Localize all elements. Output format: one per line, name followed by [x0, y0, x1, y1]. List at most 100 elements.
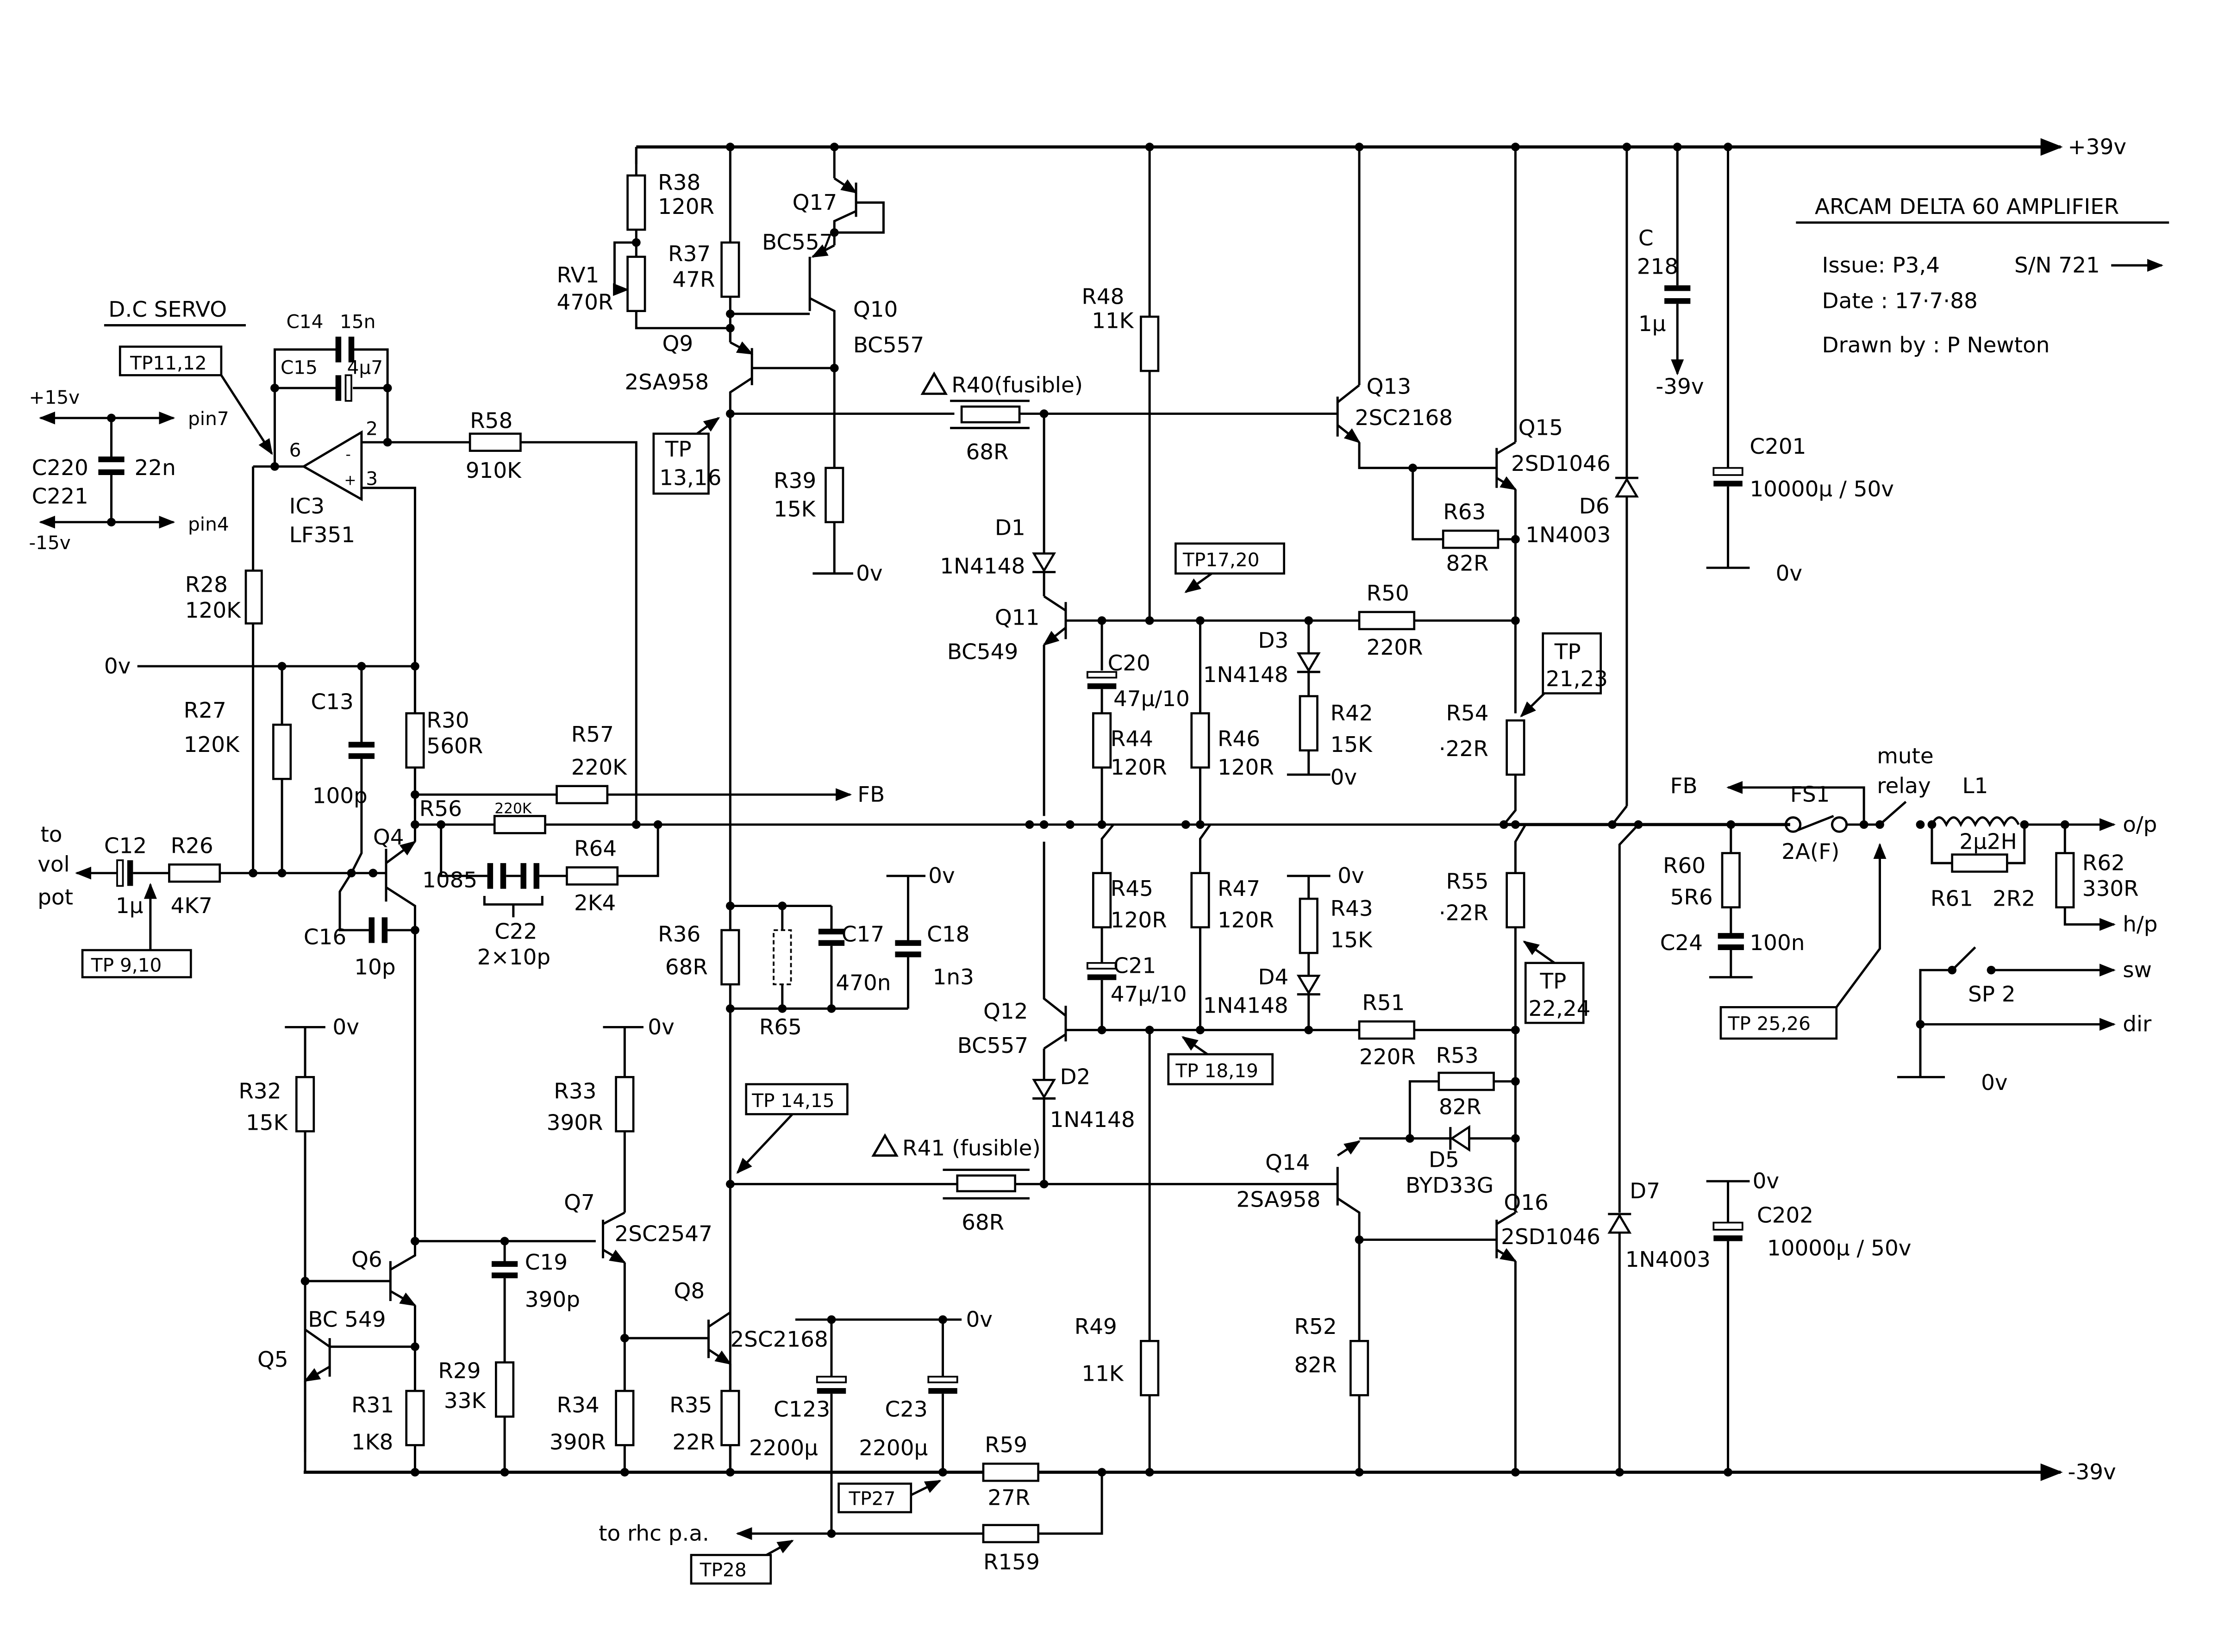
- r65-optional-resistor: [773, 929, 792, 985]
- r44-value: 120R: [1111, 755, 1167, 780]
- d6-label: D6: [1579, 494, 1610, 519]
- r47-label: R47: [1218, 876, 1260, 901]
- c14-value: 15n: [340, 311, 375, 333]
- ic3-label: IC3: [289, 494, 325, 519]
- r34-value: 390R: [550, 1430, 606, 1455]
- tp-13-16-arrow-icon: [696, 417, 720, 435]
- positive-rail: +39v: [636, 134, 2126, 159]
- r42-0v-label: 0v: [1331, 765, 1357, 790]
- tp-9-10-box: [81, 949, 192, 978]
- r52-value: 82R: [1294, 1352, 1337, 1377]
- pos-rail-label: +39v: [2068, 134, 2127, 159]
- pin7-label: pin7: [188, 408, 229, 430]
- r29-value: 33K: [444, 1388, 487, 1413]
- r50-label: R50: [1367, 581, 1409, 606]
- sp2-switch-icon[interactable]: [1951, 946, 1976, 971]
- r58-value: 910K: [466, 458, 522, 483]
- tp-21-23-arrow-icon: [1520, 692, 1545, 718]
- ic3-minus: -: [346, 446, 351, 463]
- tp-22-24-box: [1524, 962, 1585, 1024]
- l1-value: 2µ2H: [1959, 829, 2017, 854]
- r39-label: R39: [774, 468, 816, 493]
- tp-21-23-box: [1542, 632, 1602, 695]
- c218-label: C: [1638, 225, 1654, 250]
- c23-0v-label: 0v: [966, 1307, 993, 1332]
- c18-0v-label: 0v: [928, 864, 955, 889]
- r38-label: R38: [658, 170, 700, 195]
- c18-label: C18: [927, 922, 969, 947]
- r31-label: R31: [351, 1393, 394, 1418]
- c20-label: C20: [1108, 651, 1150, 676]
- r65-label: R65: [759, 1014, 802, 1039]
- r55-value: ·22R: [1439, 901, 1488, 926]
- to-rhc-pa-label: to rhc p.a.: [599, 1521, 709, 1546]
- r37-value: 47R: [672, 267, 715, 292]
- fb-label-right: FB: [1670, 773, 1698, 798]
- input-0v-label: 0v: [104, 654, 131, 679]
- tp-14-15-arrow-icon: [736, 1113, 794, 1174]
- pos-15v-label: +15v: [29, 387, 80, 408]
- d7-label: D7: [1630, 1178, 1660, 1203]
- r33-0v-label: 0v: [648, 1014, 675, 1039]
- r61-label: R61: [1931, 886, 1973, 911]
- fb-label-left: FB: [857, 782, 885, 807]
- tp-9-10-label: TP 9,10: [91, 955, 162, 976]
- r42-label: R42: [1331, 701, 1373, 726]
- r59-value: 27R: [987, 1485, 1030, 1510]
- pin4-label: pin4: [188, 513, 229, 535]
- r40-label: R40(fusible): [951, 373, 1083, 398]
- c12-value: 1µ: [116, 893, 144, 918]
- rv1-value: 470R: [557, 290, 613, 315]
- r53-value: 82R: [1439, 1095, 1481, 1120]
- sw-label: sw: [2123, 957, 2152, 982]
- ic3-pin6: 6: [289, 439, 301, 461]
- r41-warning-icon: [871, 1133, 899, 1157]
- r32-label: R32: [238, 1079, 281, 1104]
- relay-label: relay: [1877, 773, 1931, 798]
- tp-11-12-arrow-icon: [220, 375, 273, 455]
- ic3-plus: +: [344, 472, 356, 489]
- q6-type: BC 549: [308, 1307, 386, 1332]
- mute-relay-switch-icon[interactable]: [1879, 801, 1907, 826]
- c13-value: 100p: [312, 783, 368, 808]
- r26-value: 4K7: [171, 893, 212, 918]
- r32-0v-label: 0v: [332, 1014, 359, 1039]
- r57-value: 220K: [571, 755, 628, 780]
- l1-label: L1: [1962, 773, 1988, 798]
- d4-type: 1N4148: [1203, 993, 1288, 1018]
- c218-num: 218: [1637, 254, 1678, 279]
- q14-type: 2SA958: [1237, 1187, 1321, 1212]
- c21-value: 47µ/10: [1111, 982, 1187, 1007]
- d7-diode-icon: [1607, 1213, 1632, 1234]
- r51-value: 220R: [1359, 1045, 1416, 1070]
- r51-label: R51: [1362, 990, 1405, 1015]
- r36-label: R36: [658, 922, 700, 947]
- d3-label: D3: [1258, 628, 1288, 653]
- title: ARCAM DELTA 60 AMPLIFIER: [1815, 194, 2119, 219]
- q15-label: Q15: [1518, 415, 1563, 440]
- fs1-value: 2A(F): [1781, 839, 1839, 864]
- input-vol-label: vol: [37, 852, 69, 877]
- r28-value: 120K: [185, 598, 242, 623]
- q4-label: Q4: [373, 825, 404, 850]
- c123-label: C123: [774, 1397, 830, 1422]
- r159-label: R159: [983, 1550, 1040, 1575]
- hp-label: h/p: [2123, 912, 2157, 937]
- lower-output-stage: R45 120R C21 47µ/10 R47 120R 0v R43 15K …: [725, 824, 1912, 1477]
- q12-label: Q12: [983, 999, 1028, 1024]
- d2-diode-icon: [1032, 1079, 1056, 1100]
- d3-diode-icon: [1296, 652, 1321, 673]
- tp27-label: TP27: [848, 1488, 895, 1510]
- r47-value: 120R: [1218, 907, 1274, 932]
- c218-neg-rail-label: -39v: [1656, 374, 1704, 399]
- r49-label: R49: [1075, 1314, 1117, 1339]
- r28-label: R28: [185, 572, 228, 597]
- tp28-arrow-icon: [766, 1539, 794, 1556]
- q7-label: Q7: [564, 1190, 595, 1215]
- r64-value: 2K4: [574, 890, 616, 915]
- tp-25-26-label: TP 25,26: [1728, 1013, 1811, 1035]
- date-label: Date : 17·7·88: [1822, 288, 1978, 313]
- q13-type: 2SC2168: [1355, 405, 1453, 430]
- c202-0v-label: 0v: [1753, 1169, 1780, 1194]
- c202-label: C202: [1757, 1203, 1813, 1228]
